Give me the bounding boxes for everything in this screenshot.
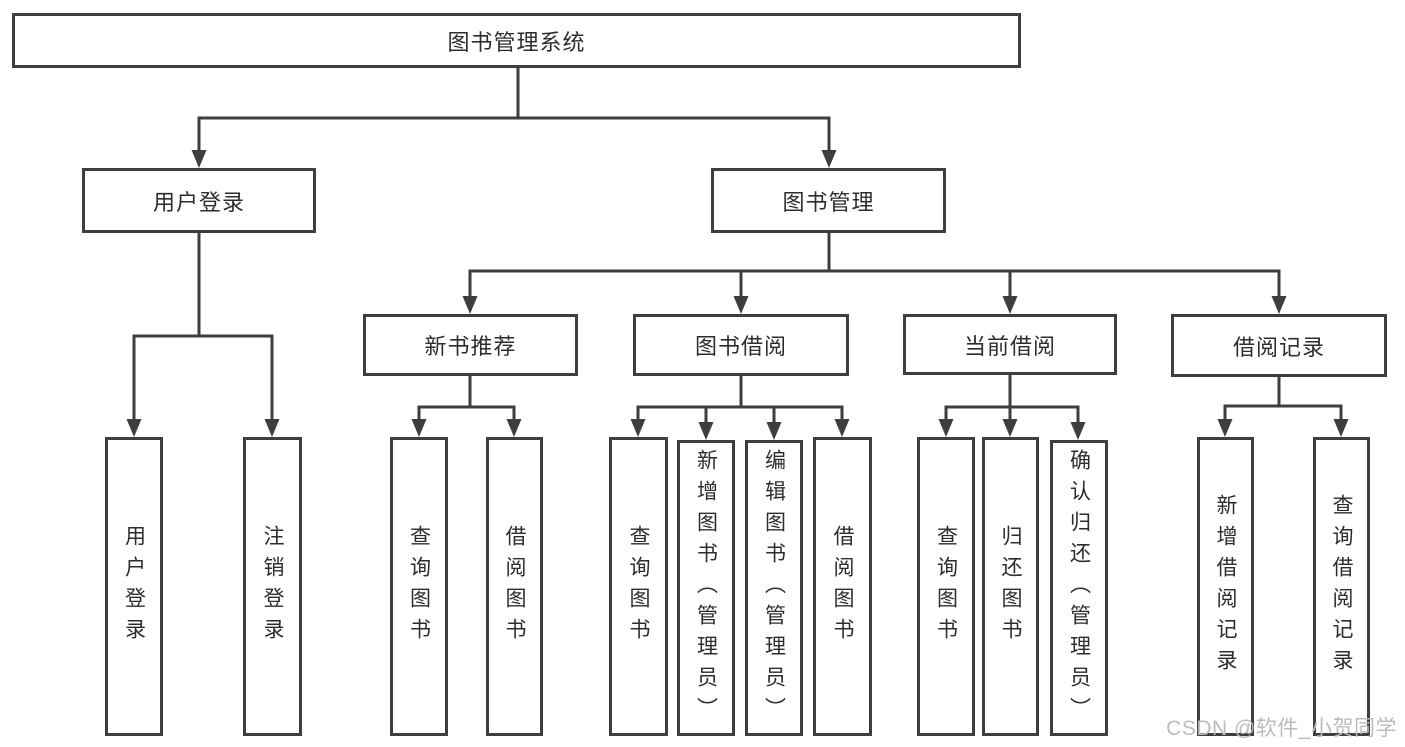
leaf-query-books-1: 查询图书: [390, 437, 448, 736]
node-label: 图书管理: [782, 189, 875, 215]
node-label: 借阅图书: [831, 524, 854, 649]
node-borrowing-records: 借阅记录: [1171, 314, 1387, 377]
watermark: CSDN @软件_小贺同学: [1166, 717, 1397, 740]
node-library-management-system: 图书管理系统: [12, 13, 1021, 68]
node-label: 用户登录: [122, 524, 146, 649]
node-label: 编辑图书（管理员）: [762, 448, 786, 728]
leaf-query-borrow-record: 查询借阅记录: [1313, 437, 1370, 736]
leaf-add-book-admin: 新增图书（管理员）: [677, 440, 735, 736]
node-label: 新书推荐: [424, 334, 517, 359]
node-label: 借阅记录: [1232, 334, 1325, 360]
node-label: 图书借阅: [694, 334, 787, 359]
leaf-query-books-3: 查询图书: [917, 437, 975, 736]
node-user-login: 用户登录: [82, 168, 316, 233]
node-label: 查询借阅记录: [1330, 493, 1353, 680]
node-label: 注销登录: [261, 524, 284, 649]
leaf-borrow-books-1: 借阅图书: [486, 437, 543, 736]
leaf-user-login: 用户登录: [105, 437, 163, 736]
node-label: 新增图书（管理员）: [694, 448, 718, 728]
leaf-edit-book-admin: 编辑图书（管理员）: [745, 440, 803, 736]
node-label: 用户登录: [152, 189, 245, 215]
leaf-borrow-books-2: 借阅图书: [813, 437, 872, 736]
node-label: 当前借阅: [963, 333, 1056, 359]
leaf-confirm-return-admin: 确认归还（管理员）: [1050, 440, 1108, 736]
leaf-add-borrow-record: 新增借阅记录: [1197, 437, 1254, 736]
leaf-query-books-2: 查询图书: [609, 437, 668, 736]
node-label: 新增借阅记录: [1214, 493, 1237, 680]
node-current-borrowing: 当前借阅: [903, 314, 1117, 375]
node-label: 借阅图书: [503, 524, 526, 649]
node-label: 查询图书: [407, 524, 431, 649]
leaf-logout: 注销登录: [243, 437, 302, 736]
node-label: 查询图书: [934, 524, 958, 649]
node-book-management: 图书管理: [711, 168, 946, 233]
leaf-return-book: 归还图书: [982, 437, 1039, 736]
node-label: 图书管理系统: [447, 29, 586, 55]
node-label: 归还图书: [999, 524, 1022, 649]
node-new-book-recommendation: 新书推荐: [363, 314, 578, 376]
node-label: 查询图书: [627, 524, 650, 649]
node-label: 确认归还（管理员）: [1067, 448, 1091, 728]
node-book-borrowing: 图书借阅: [633, 314, 849, 376]
